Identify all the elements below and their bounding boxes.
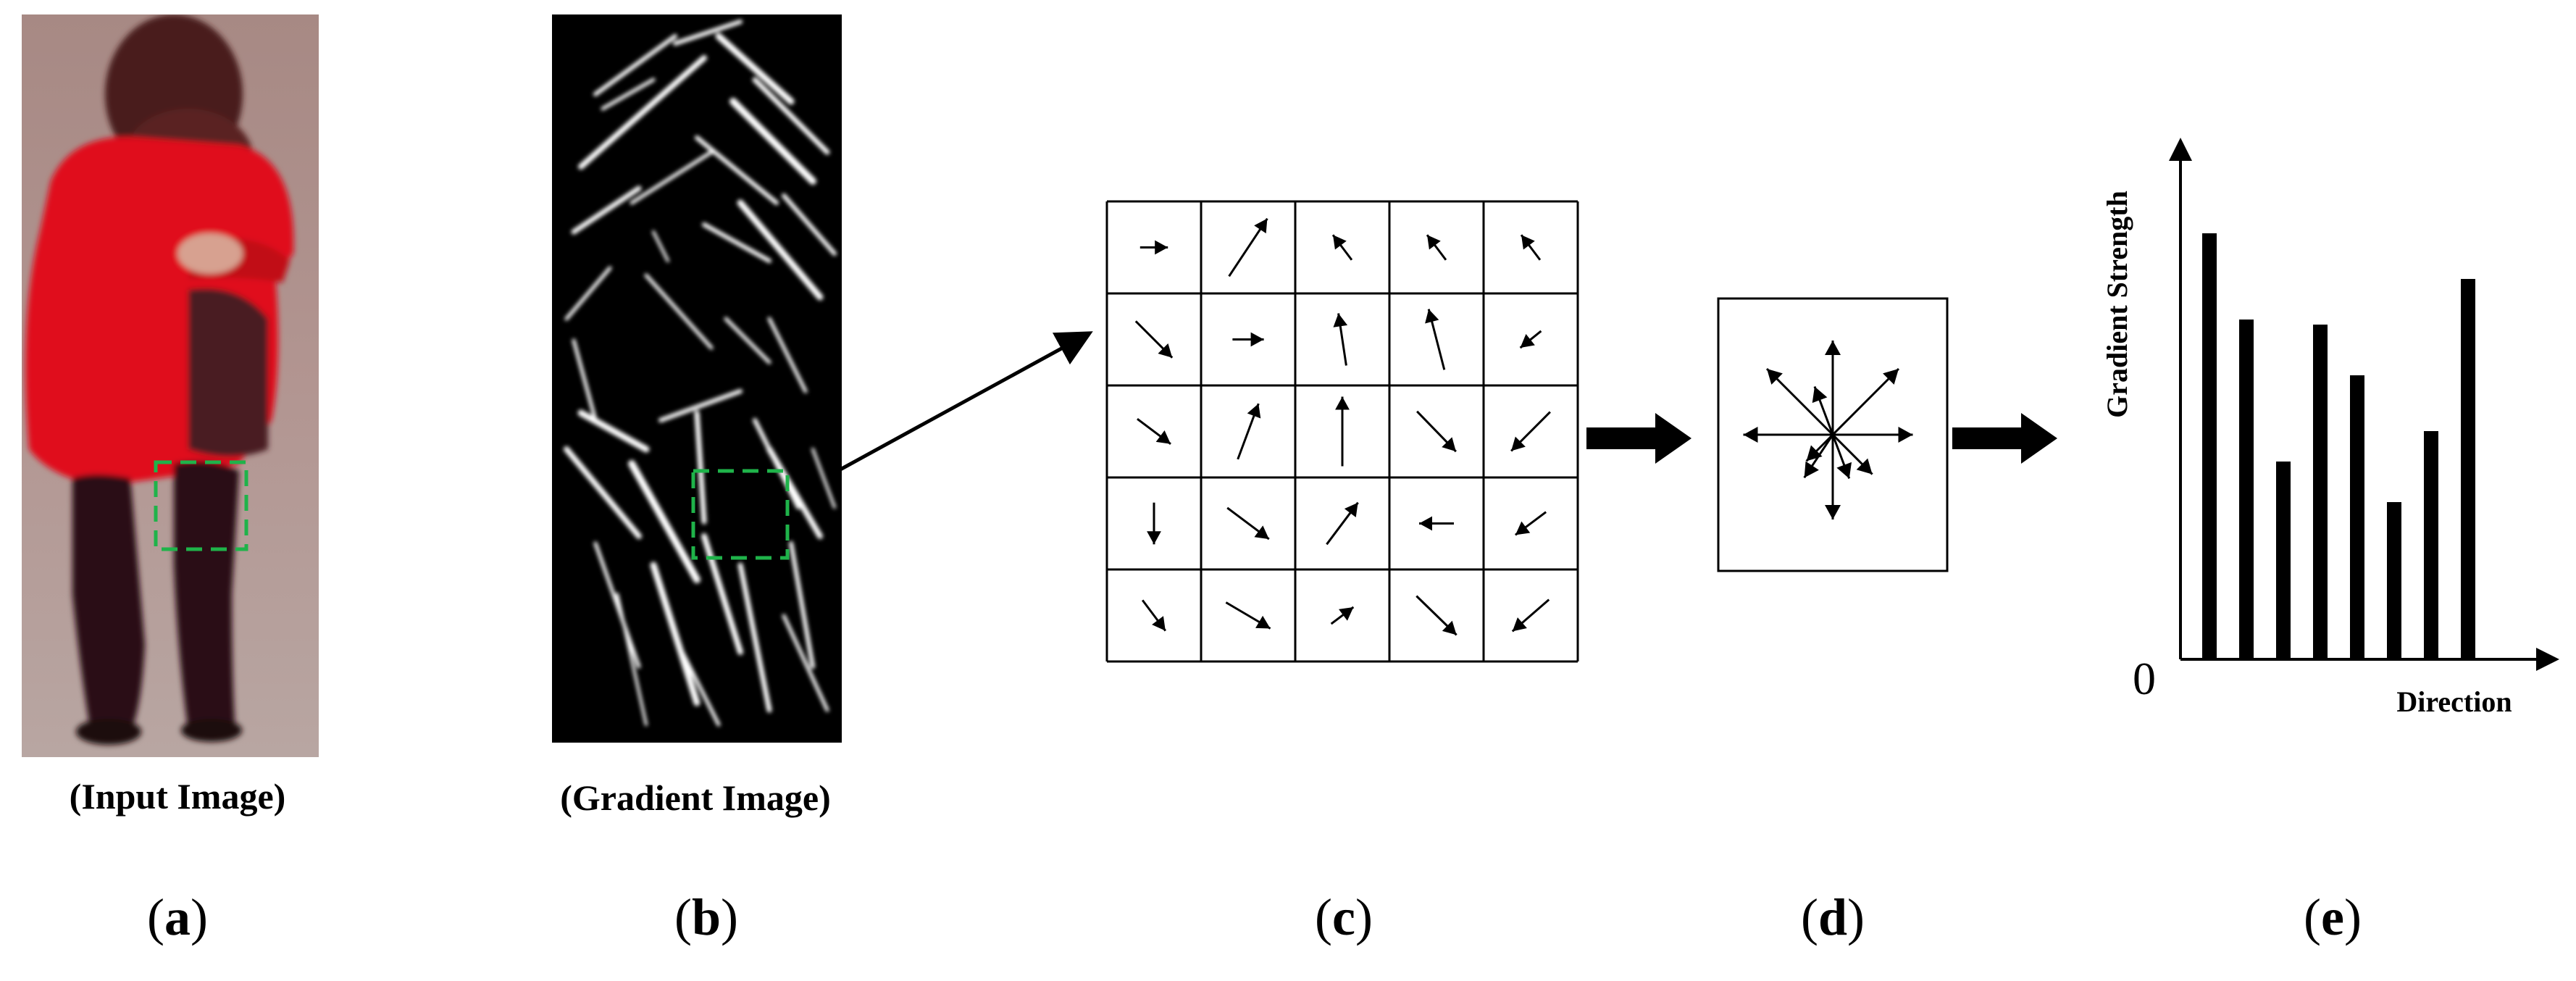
- star-arrow: [1825, 435, 1841, 519]
- grid-arrow: [1134, 320, 1174, 359]
- star-arrow: [1812, 385, 1834, 435]
- grid-arrow: [1226, 506, 1270, 540]
- y-axis-label: Gradient Strength: [2101, 191, 2133, 418]
- grid-arrow: [1139, 240, 1168, 255]
- grid-arrow: [1510, 411, 1551, 452]
- histogram-bar: [2350, 375, 2364, 659]
- star-arrow: [1831, 367, 1900, 436]
- star-arrow: [1743, 427, 1833, 443]
- star-arrow: [1831, 433, 1873, 475]
- grid-arrow: [1520, 234, 1542, 261]
- star-arrow: [1803, 434, 1834, 479]
- histogram-bar: [2424, 431, 2438, 659]
- label-e: (e): [2304, 888, 2362, 946]
- grid-arrow: [1419, 516, 1454, 531]
- grid-arrow: [1425, 309, 1446, 370]
- star-arrow: [1833, 427, 1913, 443]
- roi-box-a: [154, 460, 248, 551]
- histogram-bar: [2461, 279, 2475, 659]
- star-arrow: [1825, 341, 1841, 435]
- flow-arrow-1: [1586, 413, 1691, 464]
- histogram-bar: [2276, 462, 2291, 659]
- grid-arrow: [1326, 501, 1359, 546]
- histogram-bar: [2202, 233, 2217, 659]
- grid-arrow: [1519, 330, 1542, 349]
- flow-arrow-2: [1952, 413, 2057, 464]
- histogram-bar: [2313, 325, 2328, 659]
- grid-arrow: [1141, 599, 1167, 632]
- grid-arrow: [1333, 313, 1348, 366]
- label-d: (d): [1800, 888, 1865, 946]
- label-a: (a): [147, 888, 208, 946]
- x-axis-label: Direction: [2396, 685, 2512, 718]
- orientation-star: [1717, 297, 1949, 572]
- roi-box-b: [691, 469, 790, 560]
- grid-arrow: [1232, 332, 1264, 347]
- grid-arrow: [1514, 511, 1547, 536]
- grid-arrow: [1415, 595, 1458, 636]
- gradient-image: [552, 14, 842, 743]
- grid-arrow: [1335, 396, 1350, 467]
- label-c: (c): [1315, 888, 1373, 946]
- caption-gradient-image: (Gradient Image): [560, 777, 831, 818]
- grid-arrow: [1330, 606, 1355, 625]
- star-arrow: [1831, 434, 1852, 479]
- caption-input-image: (Input Image): [69, 776, 286, 817]
- grid-arrow: [1147, 502, 1161, 545]
- grid-arrow: [1237, 403, 1261, 460]
- grid-arrow: [1225, 601, 1271, 630]
- grid-arrow: [1511, 598, 1550, 633]
- grid-arrow: [1426, 234, 1447, 261]
- grid-arrow: [1137, 418, 1171, 445]
- histogram-bar: [2387, 502, 2401, 659]
- grid-arrow: [1416, 410, 1457, 453]
- label-b: (b): [674, 888, 738, 946]
- origin-label: 0: [2133, 653, 2156, 704]
- orientation-histogram: Gradient Strength Direction 0: [2101, 138, 2559, 718]
- histogram-bar: [2239, 320, 2254, 659]
- grid-arrow: [1228, 217, 1268, 277]
- input-image: [22, 14, 319, 757]
- grid-arrow: [1331, 234, 1353, 261]
- gradient-cell-grid: [1105, 200, 1579, 663]
- star-arrow: [1765, 367, 1834, 436]
